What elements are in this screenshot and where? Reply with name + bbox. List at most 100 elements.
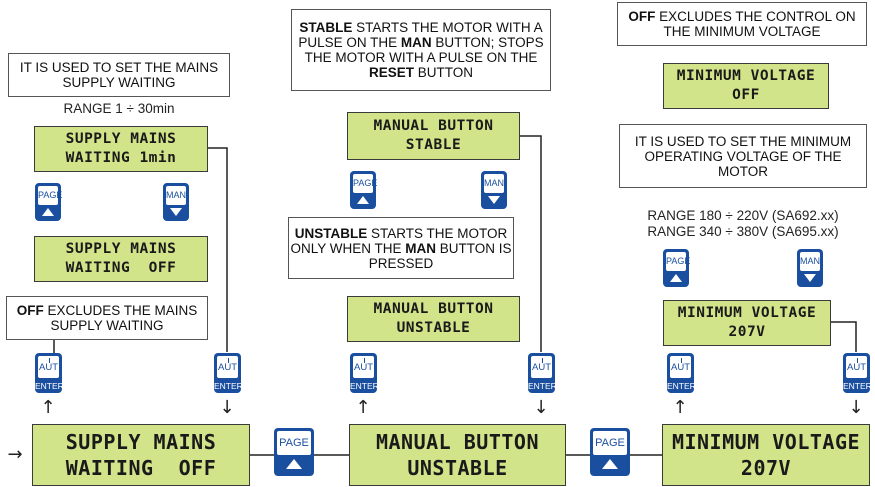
triangle-down-icon <box>488 196 500 204</box>
aut-enter-button[interactable]: AUT ENTER <box>214 353 243 393</box>
triangle-up-icon <box>286 459 302 469</box>
range-label-sa695: RANGE 340 ÷ 380V (SA695.xx) <box>647 224 839 239</box>
aut-enter-button[interactable]: AUT ENTER <box>350 353 379 393</box>
aut-label: AUT <box>38 356 59 378</box>
note-bold: STABLE <box>299 20 353 35</box>
page-button[interactable]: PAGE <box>274 428 314 476</box>
note-unstable: UNSTABLE STARTS THE MOTOR ONLY WHEN THE … <box>288 217 514 279</box>
triangle-down-icon <box>170 208 182 216</box>
page-button[interactable]: PAGE <box>350 171 377 209</box>
aut-label: AUT <box>846 356 867 378</box>
arrow-down-icon: ↓ <box>219 397 235 418</box>
page-button[interactable]: PAGE <box>663 249 690 287</box>
note-off-excludes-control: OFF EXCLUDES THE CONTROL ON THE MINIMUM … <box>617 2 867 46</box>
page-button-label: PAGE <box>593 431 627 455</box>
lcd-line-1: MANUAL BUTTON <box>373 301 494 317</box>
arrow-up-icon: ↑ <box>40 397 56 418</box>
lcd-line-2: 207V <box>740 456 792 480</box>
lcd-line-1: SUPPLY MAINS <box>65 430 217 454</box>
aut-enter-button[interactable]: AUT ENTER <box>843 353 872 393</box>
page-button[interactable]: PAGE <box>590 428 630 476</box>
note-text: IT IS USED TO SET THE MINIMUM OPERATING … <box>634 133 852 179</box>
lcd-big-supply-mains: SUPPLY MAINS WAITING OFF <box>32 424 250 486</box>
note-rest: EXCLUDES THE CONTROL ON THE MINIMUM VOLT… <box>655 9 856 39</box>
page-button-label: PAGE <box>277 431 311 455</box>
note-text-part: BUTTON IS PRESSED <box>368 240 512 271</box>
note-text: UNSTABLE STARTS THE MOTOR ONLY WHEN THE … <box>289 226 513 271</box>
note-minimum-voltage: IT IS USED TO SET THE MINIMUM OPERATING … <box>619 124 867 188</box>
lcd-line-1: MINIMUM VOLTAGE <box>676 68 816 84</box>
lcd-line-1: MINIMUM VOLTAGE <box>677 305 817 321</box>
aut-enter-button[interactable]: AUT ENTER <box>528 353 557 393</box>
note-bold: UNSTABLE <box>294 225 368 241</box>
man-button[interactable]: MAN <box>797 249 823 287</box>
man-button-label: MAN <box>800 252 820 271</box>
lcd-line-1: SUPPLY MAINS <box>65 241 177 257</box>
note-text-part: BUTTON <box>414 65 474 80</box>
lcd-line-1: MANUAL BUTTON <box>375 430 540 454</box>
note-bold: MAN <box>400 35 432 50</box>
page-button-label: PAGE <box>666 252 690 271</box>
page-button[interactable]: PAGE <box>35 183 62 221</box>
note-bold: RESET <box>368 65 414 80</box>
lcd-line-1: MANUAL BUTTON <box>373 118 494 134</box>
triangle-down-icon <box>804 274 816 282</box>
aut-label: AUT <box>217 356 238 378</box>
note-text: STABLE STARTS THE MOTOR WITH A PULSE ON … <box>292 20 550 80</box>
arrow-down-icon: ↓ <box>848 397 864 418</box>
lcd-minimum-voltage-off: MINIMUM VOLTAGE OFF <box>663 63 829 109</box>
note-stable: STABLE STARTS THE MOTOR WITH A PULSE ON … <box>291 9 551 91</box>
man-button-label: MAN <box>166 186 186 205</box>
man-button[interactable]: MAN <box>481 171 507 209</box>
lcd-line-2: WAITING 1min <box>65 150 177 166</box>
enter-label: ENTER <box>843 381 872 391</box>
lcd-line-2: OFF <box>732 87 760 103</box>
triangle-up-icon <box>357 196 369 204</box>
lcd-big-manual-button: MANUAL BUTTON UNSTABLE <box>349 424 566 486</box>
lcd-manual-button-stable: MANUAL BUTTON STABLE <box>347 112 520 160</box>
lcd-line-1: MINIMUM VOLTAGE <box>671 430 861 454</box>
note-text-part: STARTS THE MOTOR WITH A PULSE ON THE <box>298 20 543 50</box>
note-off-excludes-waiting: OFF EXCLUDES THE MAINS SUPPLY WAITING <box>6 296 208 340</box>
enter-label: ENTER <box>35 381 64 391</box>
aut-enter-button[interactable]: AUT ENTER <box>35 353 64 393</box>
lcd-line-2: UNSTABLE <box>407 456 508 480</box>
note-bold: OFF <box>628 9 656 24</box>
enter-label: ENTER <box>214 381 243 391</box>
note-text: OFF EXCLUDES THE MAINS SUPPLY WAITING <box>7 303 207 333</box>
lcd-minimum-voltage-207v: MINIMUM VOLTAGE 207V <box>663 300 831 346</box>
enter-label: ENTER <box>350 381 379 391</box>
lcd-line-1: SUPPLY MAINS <box>65 131 177 147</box>
page-button-label: PAGE <box>38 186 62 205</box>
note-mains-supply-waiting: IT IS USED TO SET THE MAINS SUPPLY WAITI… <box>8 53 230 97</box>
arrow-up-icon: ↑ <box>355 397 371 418</box>
triangle-up-icon <box>670 274 682 282</box>
aut-label: AUT <box>531 356 552 378</box>
enter-label: ENTER <box>667 381 696 391</box>
note-text: IT IS USED TO SET THE MAINS SUPPLY WAITI… <box>19 60 219 90</box>
note-bold: MAN <box>405 240 436 256</box>
lcd-line-2: 207V <box>728 324 766 340</box>
triangle-up-icon <box>42 208 54 216</box>
note-text-part: BUTTON; STOPS THE MOTOR WITH A PULSE ON … <box>304 35 544 65</box>
triangle-up-icon <box>602 459 618 469</box>
note-text: OFF EXCLUDES THE CONTROL ON THE MINIMUM … <box>618 9 866 39</box>
arrow-up-icon: ↑ <box>672 397 688 418</box>
aut-enter-button[interactable]: AUT ENTER <box>667 353 696 393</box>
aut-label: AUT <box>353 356 374 378</box>
note-bold: OFF <box>16 303 44 318</box>
arrow-right-icon: → <box>7 444 23 465</box>
lcd-big-minimum-voltage: MINIMUM VOLTAGE 207V <box>662 424 870 486</box>
lcd-supply-mains-off: SUPPLY MAINS WAITING OFF <box>34 236 208 282</box>
note-text-part: STARTS THE MOTOR ONLY WHEN THE <box>290 225 508 256</box>
man-button[interactable]: MAN <box>163 183 189 221</box>
enter-label: ENTER <box>528 381 557 391</box>
lcd-line-2: UNSTABLE <box>396 320 471 336</box>
lcd-line-2: STABLE <box>405 137 462 153</box>
arrow-down-icon: ↓ <box>533 397 549 418</box>
note-rest: EXCLUDES THE MAINS SUPPLY WAITING <box>43 303 198 333</box>
man-button-label: MAN <box>484 174 504 193</box>
lcd-manual-button-unstable: MANUAL BUTTON UNSTABLE <box>347 296 520 342</box>
range-label-sa692: RANGE 180 ÷ 220V (SA692.xx) <box>647 208 839 223</box>
